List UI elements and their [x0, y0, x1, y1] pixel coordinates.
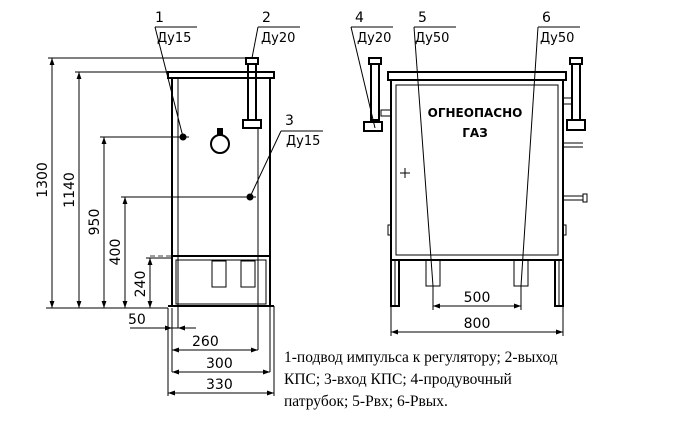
front-horizontal-dimensions: 50 260 300 330 — [128, 128, 275, 396]
legend-line-1: 1-подвод импульса к регулятору; 2-выход — [284, 349, 558, 366]
side-view: ОГНЕОПАСНО ГАЗ 500 800 4 Ду20 5 Ду50 — [350, 10, 588, 336]
svg-text:6: 6 — [542, 10, 551, 26]
warning-text-line2: ГАЗ — [462, 126, 487, 140]
legend-line-2: КПС; 3-вход КПС; 4-продувочный — [284, 371, 512, 388]
side-dimensions: 500 800 — [390, 286, 564, 336]
svg-text:1: 1 — [155, 10, 164, 26]
dim-width-260: 260 — [192, 334, 219, 350]
svg-text:Ду50: Ду50 — [540, 31, 574, 46]
outlet-pipe-right — [562, 57, 586, 131]
dim-width-800: 800 — [464, 316, 491, 332]
svg-text:Ду15: Ду15 — [157, 31, 191, 46]
dim-height-400: 400 — [108, 239, 124, 266]
front-cabinet — [150, 71, 275, 307]
svg-text:Ду15: Ду15 — [286, 134, 320, 149]
front-vertical-dimensions: 1300 1140 950 400 240 — [35, 57, 246, 309]
dim-height-1140: 1140 — [62, 172, 78, 208]
legend: 1-подвод импульса к регулятору; 2-выход … — [284, 349, 558, 410]
svg-text:3: 3 — [285, 113, 294, 129]
dim-height-1300: 1300 — [35, 162, 51, 198]
dim-height-950: 950 — [87, 209, 103, 236]
callout-6: 6 Ду50 — [520, 10, 580, 287]
callout-4: 4 Ду20 — [350, 10, 393, 129]
callout-5: 5 Ду50 — [413, 10, 456, 287]
legend-line-3: патрубок; 5-Рвх; 6-Рвых. — [284, 393, 448, 410]
plus-mark — [400, 168, 410, 178]
svg-text:Ду20: Ду20 — [357, 31, 391, 46]
callout-1: 1 Ду15 — [154, 10, 197, 138]
dim-width-50: 50 — [128, 312, 146, 328]
dim-width-500: 500 — [464, 290, 491, 306]
outlet-pipe-2 — [242, 57, 262, 129]
warning-text-line1: ОГНЕОПАСНО — [428, 106, 523, 120]
svg-text:2: 2 — [262, 10, 271, 26]
svg-text:4: 4 — [355, 10, 364, 26]
callout-2: 2 Ду20 — [251, 10, 300, 59]
dim-height-240: 240 — [133, 271, 149, 298]
purge-pipe-4 — [363, 57, 392, 132]
svg-text:5: 5 — [418, 10, 427, 26]
side-cabinet — [387, 71, 588, 307]
front-view: 1300 1140 950 400 240 50 260 300 — [35, 10, 323, 396]
dim-width-330: 330 — [206, 377, 233, 393]
lock-icon — [210, 128, 230, 154]
dim-width-300: 300 — [206, 356, 233, 372]
svg-text:Ду50: Ду50 — [415, 31, 449, 46]
svg-text:Ду20: Ду20 — [261, 31, 295, 46]
callout-3: 3 Ду15 — [249, 113, 323, 198]
